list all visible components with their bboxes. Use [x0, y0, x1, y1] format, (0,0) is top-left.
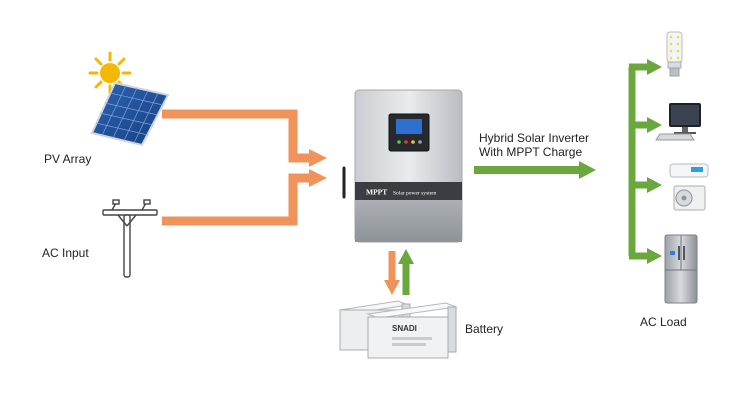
- pv-to-inverter-arrow: [162, 109, 327, 167]
- air-conditioner-icon: [669, 163, 709, 211]
- utility-pole-icon: [102, 199, 158, 278]
- inverter-description-line1: Hybrid Solar Inverter: [479, 131, 590, 145]
- inverter-description-line2: With MPPT Charge: [479, 145, 583, 159]
- ac-load-label: AC Load: [640, 315, 687, 329]
- inverter-icon: MPPT Solar power system: [342, 89, 463, 243]
- device-tagline: Solar power system: [393, 191, 437, 197]
- battery-brand: SNADI: [392, 324, 417, 333]
- ac-to-inverter-arrow: [162, 169, 327, 226]
- refrigerator-icon: [664, 234, 698, 304]
- battery-label: Battery: [465, 322, 504, 336]
- inverter-to-load-arrow: [474, 161, 596, 179]
- battery-to-inverter-arrow: [398, 249, 414, 295]
- device-brand: MPPT: [366, 188, 387, 197]
- load-distribution-bus: [628, 59, 662, 264]
- pv-array-label: PV Array: [44, 152, 92, 166]
- battery-icon: SNADI: [338, 300, 458, 359]
- ac-input-label: AC Input: [42, 246, 89, 260]
- computer-icon: [655, 103, 701, 141]
- solar-panel-icon: [90, 81, 170, 147]
- inverter-to-battery-arrow: [384, 251, 400, 295]
- inverter-description: Hybrid Solar Inverter With MPPT Charge: [479, 131, 589, 159]
- light-bulb-icon: [666, 31, 683, 77]
